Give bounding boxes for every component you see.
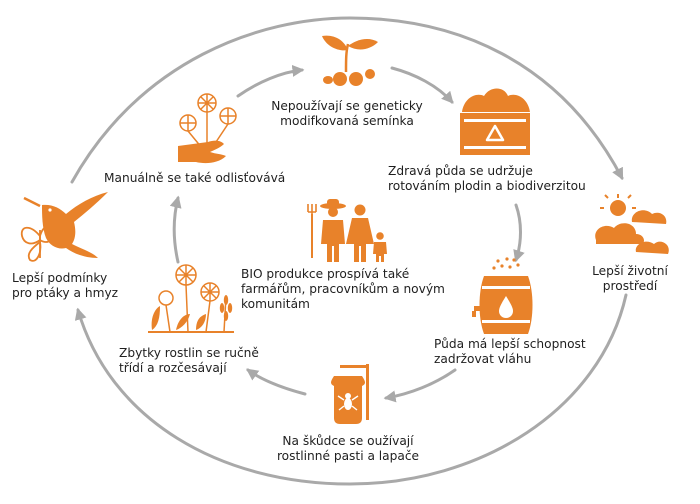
arrow-manual-to-seeds bbox=[236, 64, 305, 98]
label-center: BIO produkce prospívá také farmářům, pra… bbox=[241, 267, 445, 311]
insect-trap-jar-icon bbox=[331, 364, 369, 424]
inner-cycle bbox=[169, 64, 525, 403]
label-soil: Zdravá půda se udržuje rotováním plodin … bbox=[388, 164, 586, 193]
arrow-soil-to-water bbox=[513, 203, 525, 263]
label-seeds: Nepoužívají se geneticky modifkovaná sem… bbox=[271, 99, 423, 128]
label-environment: Lepší životní prostředí bbox=[592, 264, 668, 293]
outer-arrow-bottom bbox=[74, 293, 628, 486]
label-water: Půda má lepší schopnost zadržovat vláhu bbox=[434, 337, 586, 366]
arrow-water-to-pests bbox=[383, 368, 457, 403]
label-manual: Manuálně se také odlisťovává bbox=[104, 171, 286, 185]
sprout-seeds-icon bbox=[322, 35, 378, 86]
arrow-pests-to-residues bbox=[246, 368, 307, 396]
outer-cycle bbox=[70, 16, 628, 486]
sun-clouds-icon bbox=[595, 194, 669, 254]
compost-recycle-box-icon bbox=[460, 88, 530, 155]
arrow-seeds-to-soil bbox=[390, 66, 454, 104]
plants-grain-icon bbox=[148, 264, 234, 333]
hand-flowers-icon bbox=[178, 93, 237, 164]
farmer-family-icon bbox=[307, 199, 387, 262]
outer-arrow-top bbox=[70, 16, 624, 184]
label-pests: Na škůdce se oužívají rostlinné pasti a … bbox=[276, 434, 420, 463]
water-barrel-icon bbox=[472, 257, 533, 334]
label-residues: Zbytky rostlin se ručně třídí a rozčesáv… bbox=[119, 346, 259, 375]
label-birds: Lepší podmínky pro ptáky a hmyz bbox=[12, 271, 119, 300]
hummingbird-butterfly-icon bbox=[20, 192, 108, 262]
arrow-residues-to-manual bbox=[169, 195, 182, 264]
